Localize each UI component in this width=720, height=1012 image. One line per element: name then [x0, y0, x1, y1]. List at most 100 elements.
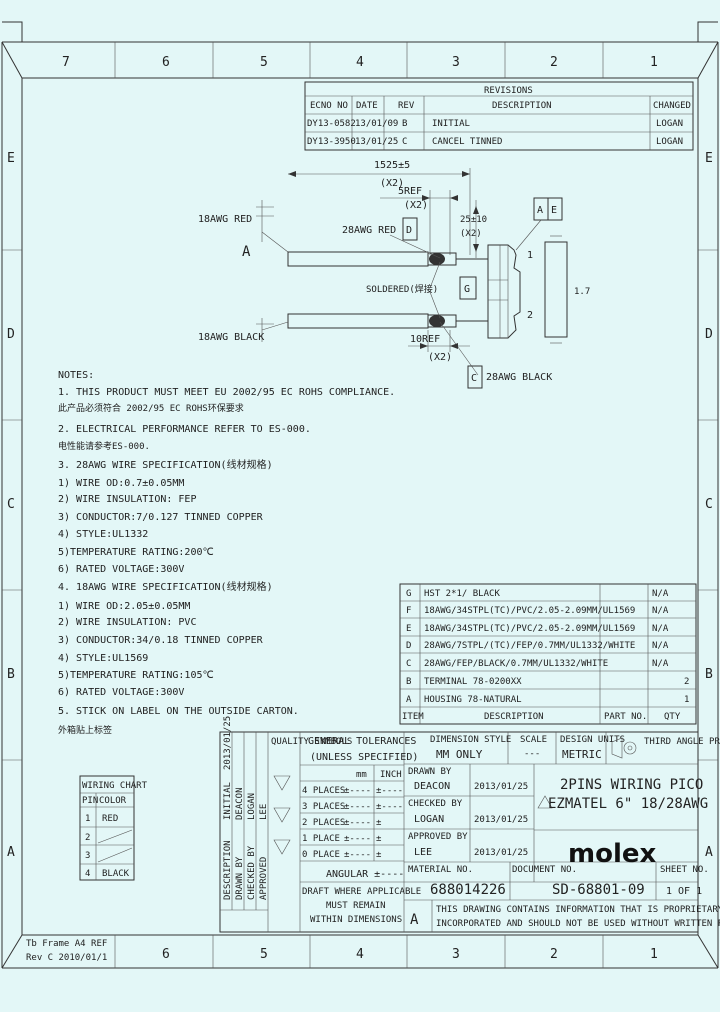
- general-tolerances: GENERAL TOLERANCES: [308, 736, 416, 747]
- wiring-row-1-color: RED: [102, 814, 118, 824]
- dim-strip: 5REF: [398, 186, 422, 197]
- bom-row-f-qty: N/A: [652, 606, 669, 616]
- zone-right-c: C: [705, 497, 713, 512]
- rev-row-2-date: 13/01/25: [355, 137, 398, 147]
- drawing-subtitle: EZMATEL 6" 18/28AWG: [548, 796, 708, 812]
- dim-right: 1.7: [574, 287, 590, 297]
- bom-row-g-item: G: [406, 589, 411, 599]
- bom-row-d-desc: 28AWG/7STPL/(TC)/FEP/0.7MM/UL1332/WHITE: [424, 641, 635, 651]
- rev-row-2-ecn: DY13-3950: [307, 137, 356, 147]
- rev-header-date: DATE: [356, 101, 378, 111]
- note-4-3: 3) CONDUCTOR:34/0.18 TINNED COPPER: [58, 635, 264, 646]
- drawing-title: 2PINS WIRING PICO: [560, 777, 703, 793]
- rot-label-checked: CHECKED BY: [247, 845, 257, 900]
- dim-overall-qty: (X2): [380, 178, 404, 189]
- tol-1-mm: ±----: [344, 834, 371, 844]
- rev-row-1-desc: INITIAL: [432, 119, 470, 129]
- zone-top-2: 2: [550, 55, 558, 70]
- rot-label-desc: DESCRIPTION: [223, 840, 233, 900]
- drawn-by: DEACON: [414, 781, 450, 792]
- bom-row-d-qty: N/A: [652, 641, 669, 651]
- callout-g: G: [464, 284, 470, 295]
- scale-value: ---: [524, 749, 540, 759]
- dim-bottom-qty: (X2): [428, 352, 452, 363]
- rev-row-1-date: 13/01/09: [355, 119, 398, 129]
- bom-row-a-item: A: [406, 695, 412, 705]
- rev-header-changed: CHANGED: [653, 101, 691, 111]
- frame-note-line-2: Rev C 2010/01/1: [26, 953, 107, 963]
- sheet-no: 1 OF 1: [666, 886, 702, 897]
- bom-footer-partno: PART NO.: [604, 712, 647, 722]
- drawn-date: 2013/01/25: [474, 782, 528, 792]
- approved-date: 2013/01/25: [474, 848, 528, 858]
- checked-date: 2013/01/25: [474, 815, 528, 825]
- wiring-chart-title: WIRING CHART: [82, 781, 148, 791]
- zone-left-b: B: [7, 667, 15, 682]
- note-2-cn: 电性能请参考ES-000.: [58, 440, 150, 452]
- lead-black-label: 28AWG BLACK: [486, 372, 552, 383]
- rev-row-1-changed: LOGAN: [656, 119, 683, 129]
- callout-c: C: [471, 373, 477, 384]
- notes-title: NOTES:: [58, 370, 94, 381]
- bom-row-b-qty: 2: [684, 677, 689, 687]
- disclaimer-line-1: THIS DRAWING CONTAINS INFORMATION THAT I…: [436, 905, 720, 915]
- tol-2-mm: ±----: [344, 818, 371, 828]
- note-1-cn: 此产品必须符合 2002/95 EC ROHS环保要求: [58, 402, 244, 414]
- bom-row-g-qty: N/A: [652, 589, 669, 599]
- tol-4-inch: ±----: [376, 786, 403, 796]
- note-4-4: 4) STYLE:UL1569: [58, 653, 148, 664]
- bom-row-f-item: F: [406, 606, 411, 616]
- checked-by-label: CHECKED BY: [408, 799, 463, 809]
- bom-row-d-item: D: [406, 641, 411, 651]
- tol-0-mm: ±----: [344, 850, 371, 860]
- zone-labels: 7 6 5 4 3 2 1 6 5 4 3 2 1 E D C B A E D …: [7, 55, 713, 962]
- bom-row-e-qty: N/A: [652, 624, 669, 634]
- callout-e: E: [551, 205, 557, 216]
- zone-top-3: 3: [452, 55, 460, 70]
- approved-by-label: APPROVED BY: [408, 832, 468, 842]
- note-3-4: 4) STYLE:UL1332: [58, 529, 148, 540]
- title-block: DESCRIPTION DRAWN BY CHECKED BY APPROVED…: [219, 716, 720, 933]
- tol-0-place: 0 PLACE: [302, 850, 340, 860]
- note-3-5: 5)TEMPERATURE RATING:200℃: [58, 547, 214, 558]
- rot-val-desc: INITIAL: [223, 782, 233, 820]
- wire-red-label: 18AWG RED: [198, 214, 252, 225]
- zone-right-a: A: [705, 845, 713, 860]
- bom-table: G HST 2*1/ BLACK N/A F 18AWG/34STPL(TC)/…: [399, 583, 697, 725]
- pin-2: 2: [527, 310, 533, 321]
- callout-a: A: [537, 205, 543, 216]
- sheet-no-label: SHEET NO.: [660, 865, 709, 875]
- outer-frame: [1, 21, 719, 969]
- bom-footer-qty: QTY: [664, 712, 681, 722]
- quality-symbols: QUALITY SYMBOLS: [271, 737, 352, 747]
- zone-left-d: D: [7, 327, 15, 342]
- tol-2-places: 2 PLACES: [302, 818, 345, 828]
- zone-top-4: 4: [356, 55, 364, 70]
- rev-header-rev: REV: [398, 101, 415, 111]
- pin-1: 1: [527, 250, 533, 261]
- revisions-table: REVISIONS ECNO NO DATE REV DESCRIPTION C…: [304, 81, 694, 151]
- drawing-rev: A: [410, 912, 419, 928]
- rev-row-1-rev: B: [402, 119, 407, 129]
- rot-label-approved: APPROVED: [259, 857, 269, 900]
- rev-header-ecn: ECNO NO: [310, 101, 348, 111]
- rev-header-desc: DESCRIPTION: [492, 101, 552, 111]
- note-4-6: 6) RATED VOLTAGE:300V: [58, 687, 184, 698]
- design-units-label: DESIGN UNITS: [560, 735, 625, 745]
- zone-bottom-4: 4: [356, 947, 364, 962]
- molex-logo: molex: [568, 839, 657, 869]
- document-no: SD-68801-09: [552, 882, 645, 898]
- note-4-5: 5)TEMPERATURE RATING:105℃: [58, 670, 214, 681]
- rev-row-2-changed: LOGAN: [656, 137, 683, 147]
- revisions-title: REVISIONS: [484, 86, 533, 96]
- dimension-style-label: DIMENSION STYLE: [430, 735, 511, 745]
- angular-tolerance: ANGULAR ±----: [326, 869, 404, 880]
- zone-right-d: D: [705, 327, 713, 342]
- note-1: 1. THIS PRODUCT MUST MEET EU 2002/95 EC …: [58, 387, 395, 398]
- bom-row-e-item: E: [406, 624, 411, 634]
- zone-top-5: 5: [260, 55, 268, 70]
- note-3-3: 3) CONDUCTOR:7/0.127 TINNED COPPER: [58, 512, 264, 523]
- zone-top-1: 1: [650, 55, 658, 70]
- material-no-label: MATERIAL NO.: [408, 865, 473, 875]
